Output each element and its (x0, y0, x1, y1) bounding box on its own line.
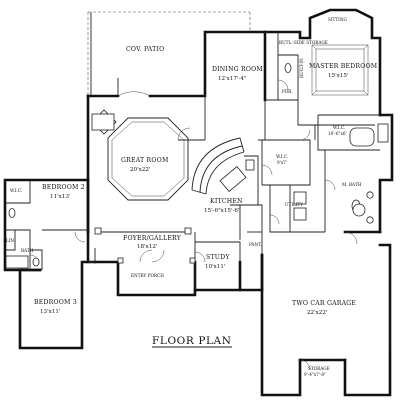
storage-label: STORAGE (308, 366, 330, 371)
exterior-walls (3, 8, 394, 397)
master-bedroom-tray-ceiling (311, 44, 369, 96)
pantry-label: PANT. (249, 242, 262, 247)
wic-center-label: W.I.C. (276, 154, 288, 159)
covered-patio-label: COV. PATIO (126, 46, 164, 53)
plan-title: FLOOR PLAN (152, 335, 232, 347)
master-bedroom-label: MASTER BEDROOM (309, 63, 378, 70)
bedroom-3-label: BEDROOM 3 (34, 299, 77, 306)
study-label: STUDY (206, 254, 230, 261)
kitchen-curved-bar (191, 137, 245, 195)
room-labels: COV. PATIO DINING ROOM 12'x17'-4" BUTL.-… (6, 17, 378, 377)
kitchen-island (219, 166, 247, 192)
master-bath-label: M. BATH (342, 182, 362, 187)
garage-size: 22'x22' (307, 310, 327, 316)
garage-label: TWO CAR GARAGE (292, 300, 356, 307)
sitting-label: SITTING (328, 17, 348, 22)
kitchen-counters (230, 155, 259, 206)
wic-master-label: W.I.C. (333, 125, 345, 130)
linen-label: LIN. (6, 238, 15, 243)
master-bedroom-size: 15'x15' (328, 73, 348, 79)
interior-walls (5, 32, 380, 290)
built-in-label: BUILT-IN (299, 58, 304, 78)
dining-room-size: 12'x17'-4" (218, 76, 247, 82)
fireplace (91, 109, 117, 135)
butler-storage-label: BUTL.-SIDE STORAGE (279, 40, 328, 45)
study-size: 10'x11' (205, 264, 225, 270)
doors (29, 78, 391, 371)
utility-label: UTILITY (285, 202, 303, 207)
entry-porch-label: ENTRY PORCH (131, 273, 164, 278)
wic-bed2-label: W.I.C. (10, 188, 22, 193)
bath-label: BATH (21, 248, 34, 253)
great-room-size: 20'x22' (130, 167, 150, 173)
foyer-label: FOYER/GALLERY (123, 235, 182, 242)
kitchen-size: 15'-6"x15'-6" (204, 208, 241, 214)
bedroom-2-size: 11'x13' (50, 194, 70, 200)
great-room-label: GREAT ROOM (121, 157, 169, 164)
storage-size: 9'-4"x7'-8" (304, 372, 326, 377)
bedroom-3-size: 13'x11' (40, 309, 60, 315)
foyer-size: 18'x12' (137, 244, 157, 250)
great-room-ceiling-octagon (107, 117, 189, 201)
wic-center-size: 9'x7' (277, 160, 287, 165)
covered-patio-outline (87, 11, 251, 96)
kitchen-label: KITCHEN (210, 198, 243, 205)
bedroom-2-label: BEDROOM 2 (42, 184, 85, 191)
wall-columns (94, 227, 196, 264)
bath-fixtures (5, 63, 389, 269)
dining-room-label: DINING ROOM (212, 66, 263, 73)
powder-label: PDR. (282, 89, 293, 94)
wic-master-size: 10'-6"x6' (328, 131, 347, 136)
